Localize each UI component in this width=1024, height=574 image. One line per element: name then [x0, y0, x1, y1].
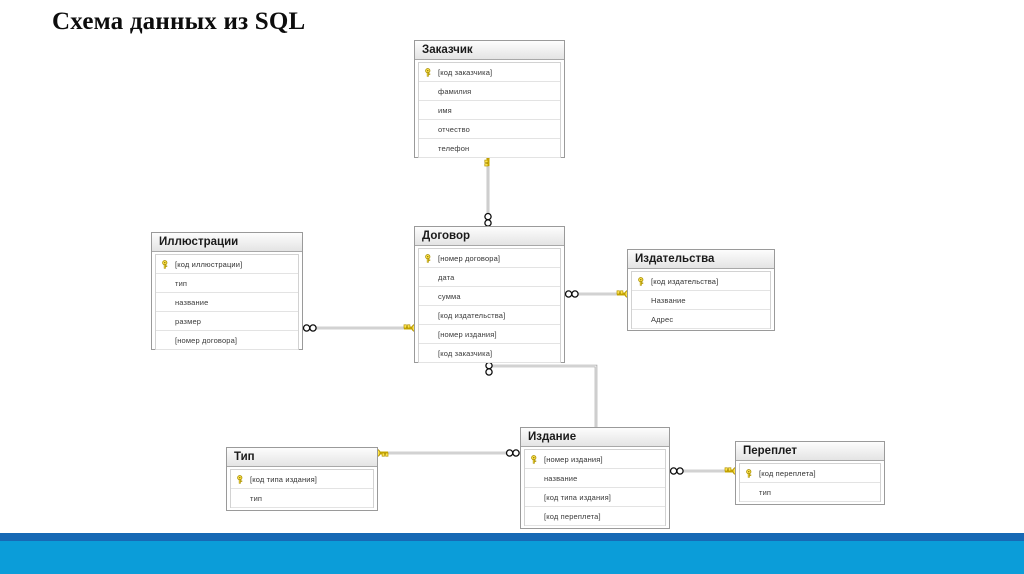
field-label: [номер договора] [175, 335, 238, 345]
footer-band-dark [0, 533, 1024, 541]
key-icon [156, 259, 174, 269]
table-field[interactable]: Название [632, 291, 770, 310]
table-field[interactable]: имя [419, 101, 560, 120]
field-list-zakazchik: [код заказчика] фамилия имя отчество телефон [418, 62, 561, 158]
field-label: тип [250, 493, 263, 503]
many-marker-izdanie-right [669, 467, 684, 475]
table-field[interactable]: [код переплета] [525, 507, 665, 526]
entity-table-illustracii[interactable]: Иллюстрации [код иллюстрации] тип название р… [151, 232, 303, 350]
field-label: [код типа издания] [250, 474, 318, 484]
field-label: фамилия [438, 86, 472, 96]
table-field[interactable]: [номер договора] [156, 331, 298, 350]
entity-table-body-dogovor: [номер договора] дата сумма [код издательст… [415, 246, 564, 366]
key-icon [632, 276, 650, 286]
field-label: отчество [438, 124, 470, 134]
field-label: [код переплета] [759, 468, 816, 478]
table-field[interactable]: тип [156, 274, 298, 293]
table-field[interactable]: тип [231, 489, 373, 508]
entity-table-pereplet[interactable]: Переплет [код переплета] тип [735, 441, 885, 505]
entity-table-tip[interactable]: Тип [код типа издания] тип [226, 447, 378, 511]
entity-table-title-dogovor: Договор [415, 227, 564, 246]
table-field[interactable]: [код заказчика] [419, 344, 560, 363]
field-label: [код иллюстрации] [175, 259, 243, 269]
table-field[interactable]: телефон [419, 139, 560, 158]
many-marker-illustracii [302, 324, 317, 332]
entity-table-title-izdanie: Издание [521, 428, 669, 447]
table-field[interactable]: [код издательства] [419, 306, 560, 325]
field-label: тип [759, 487, 772, 497]
field-label: [код переплета] [544, 511, 601, 521]
field-label: имя [438, 105, 452, 115]
primary-key-field[interactable]: [номер договора] [419, 249, 560, 268]
many-marker-izdanie-left [505, 449, 520, 457]
footer-band-light [0, 541, 1024, 574]
key-icon [231, 474, 249, 484]
field-list-dogovor: [номер договора] дата сумма [код издательст… [418, 248, 561, 363]
page-title: Схема данных из SQL [52, 8, 306, 35]
field-label: [код типа издания] [544, 492, 612, 502]
entity-table-body-izdanie: [номер издания] название [код типа издания… [521, 447, 669, 529]
field-label: [код издательства] [651, 276, 719, 286]
field-label: [номер издания] [544, 454, 603, 464]
key-icon [419, 253, 437, 263]
entity-table-body-tip: [код типа издания] тип [227, 467, 377, 511]
field-label: [номер издания] [438, 329, 497, 339]
field-list-izdanie: [номер издания] название [код типа издания… [524, 449, 666, 526]
field-label: название [544, 473, 578, 483]
field-label: [код заказчика] [438, 348, 493, 358]
table-field[interactable]: [код типа издания] [525, 488, 665, 507]
table-field[interactable]: размер [156, 312, 298, 331]
field-label: тип [175, 278, 188, 288]
field-list-illustracii: [код иллюстрации] тип название размер [номер… [155, 254, 299, 350]
table-field[interactable]: Адрес [632, 310, 770, 329]
table-field[interactable]: [номер издания] [419, 325, 560, 344]
table-field[interactable]: название [156, 293, 298, 312]
field-label: дата [438, 272, 455, 282]
entity-table-body-illustracii: [код иллюстрации] тип название размер [номер… [152, 252, 302, 353]
primary-key-field[interactable]: [номер издания] [525, 450, 665, 469]
field-label: Адрес [651, 314, 674, 324]
entity-table-izdanie[interactable]: Издание [номер издания] название [код типа … [520, 427, 670, 529]
many-marker-dogovor-top [484, 212, 492, 227]
field-label: телефон [438, 143, 470, 153]
key-icon [525, 454, 543, 464]
field-label: Название [651, 295, 686, 305]
field-label: название [175, 297, 209, 307]
primary-key-field[interactable]: [код типа издания] [231, 470, 373, 489]
field-label: сумма [438, 291, 461, 301]
field-label: [код издательства] [438, 310, 506, 320]
field-label: [номер договора] [438, 253, 501, 263]
entity-table-title-izdatelstva: Издательства [628, 250, 774, 269]
entity-table-body-pereplet: [код переплета] тип [736, 461, 884, 505]
key-icon [740, 468, 758, 478]
key-icon [419, 67, 437, 77]
field-list-pereplet: [код переплета] тип [739, 463, 881, 502]
primary-key-field[interactable]: [код иллюстрации] [156, 255, 298, 274]
table-field[interactable]: отчество [419, 120, 560, 139]
entity-table-title-tip: Тип [227, 448, 377, 467]
entity-table-body-zakazchik: [код заказчика] фамилия имя отчество телефон [415, 60, 564, 161]
field-list-tip: [код типа издания] тип [230, 469, 374, 508]
primary-key-field[interactable]: [код заказчика] [419, 63, 560, 82]
primary-key-field[interactable]: [код переплета] [740, 464, 880, 483]
table-field[interactable]: название [525, 469, 665, 488]
table-field[interactable]: сумма [419, 287, 560, 306]
field-label: размер [175, 316, 202, 326]
many-marker-dogovor-right [564, 290, 579, 298]
primary-key-field[interactable]: [код издательства] [632, 272, 770, 291]
table-field[interactable]: дата [419, 268, 560, 287]
entity-table-zakazchik[interactable]: Заказчик [код заказчика] фамилия имя отчеств… [414, 40, 565, 158]
table-field[interactable]: тип [740, 483, 880, 502]
entity-table-title-zakazchik: Заказчик [415, 41, 564, 60]
field-label: [код заказчика] [438, 67, 493, 77]
entity-table-title-pereplet: Переплет [736, 442, 884, 461]
entity-table-title-illustracii: Иллюстрации [152, 233, 302, 252]
entity-table-dogovor[interactable]: Договор [номер договора] дата сумма [код изд… [414, 226, 565, 363]
table-field[interactable]: фамилия [419, 82, 560, 101]
